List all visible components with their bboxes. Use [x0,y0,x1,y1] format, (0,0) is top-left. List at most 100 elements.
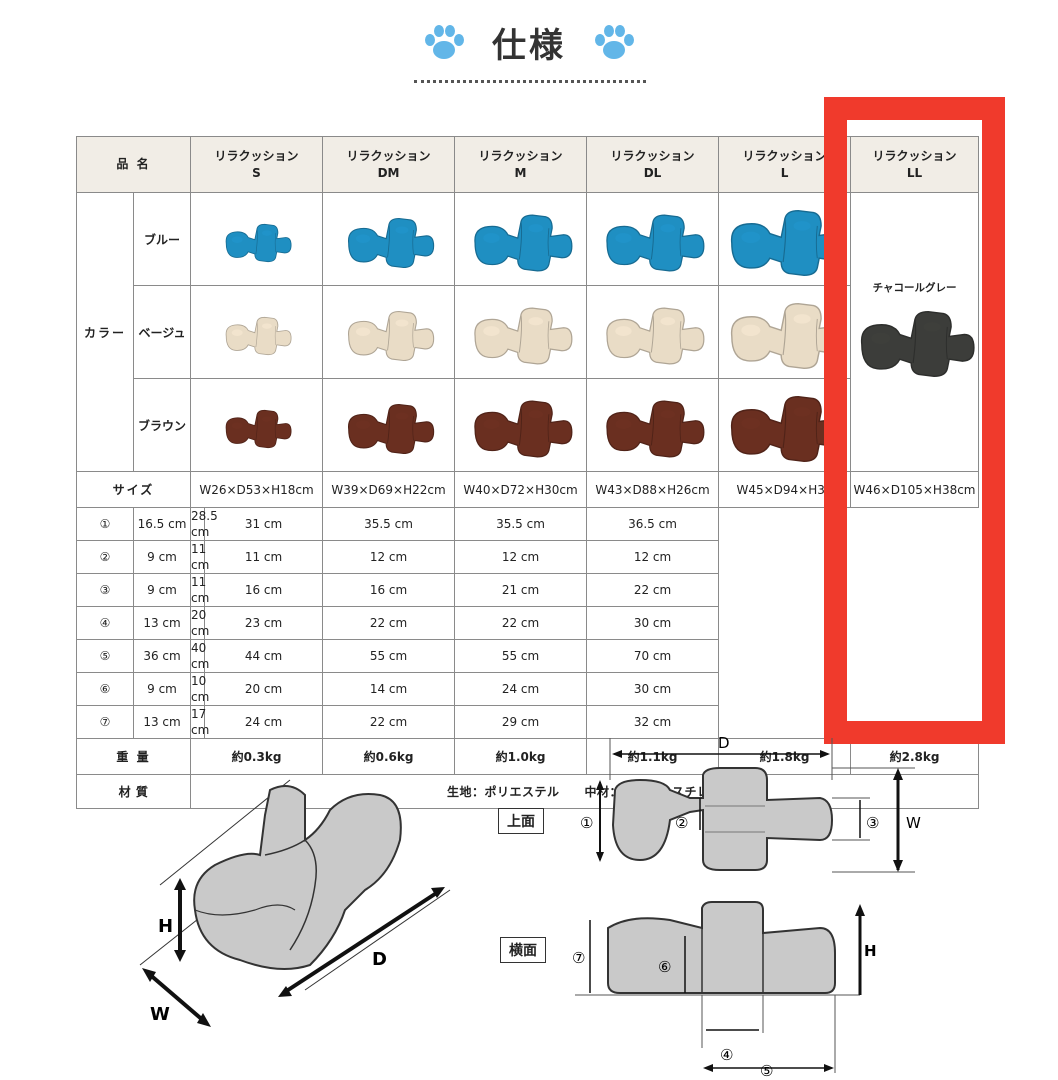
w-label: W [906,814,921,832]
dimension-cell: W43×D88×H26cm [586,471,720,508]
dim-7-label: ⑦ [572,949,585,967]
product-image [189,192,324,286]
size-value: 28.5 cm [190,507,218,541]
size-value: 9 cm [133,540,191,574]
cushion-image [473,214,572,272]
size-value: 16.5 cm [133,507,191,541]
size-value: 22 cm [322,705,456,739]
h-label: H [864,942,877,960]
size-value: 24 cm [203,705,324,739]
weight-label: 重 量 [76,738,191,775]
cushion-image [860,310,975,377]
dim-5-label: ⑤ [760,1062,773,1078]
size-value: 55 cm [322,639,456,673]
size-value: 11 cm [203,540,324,574]
cushion-image [730,209,845,277]
size-value: 35.5 cm [454,507,588,541]
cushion-image [225,223,292,263]
paw-icon [425,24,464,59]
size-value: 30 cm [586,606,720,640]
size-mark: ① [76,507,134,541]
size-value: 11 cm [190,540,210,574]
size-value: 32 cm [586,705,720,739]
size-mark: ⑥ [76,672,134,706]
cushion-image [605,307,704,365]
dim-3-label: ③ [866,814,879,832]
size-value: 10 cm [190,672,210,706]
size-value: 70 cm [586,639,720,673]
size-mark: ⑤ [76,639,134,673]
material-label: 材 質 [76,774,191,809]
header-label: 品 名 [76,136,191,193]
size-value: 16 cm [203,573,324,607]
dim-1-label: ① [580,814,593,832]
product-image [454,378,588,472]
section-title: 仕様 [0,18,1058,72]
size-value: 22 cm [454,606,588,640]
color-name: ブラウン [133,378,191,472]
product-image [322,378,456,472]
size-value: 23 cm [203,606,324,640]
size-value: 17 cm [190,705,210,739]
title-divider [414,80,646,84]
dimension-cell: W46×D105×H38cm [850,471,980,508]
size-label: サイズ [76,471,191,508]
cushion-image [225,316,292,356]
color-name: ベージュ [133,285,191,379]
cushion-image [605,214,704,272]
dimension-cell: W26×D53×H18cm [189,471,324,508]
size-mark: ③ [76,573,134,607]
size-value: 12 cm [586,540,720,574]
paw-icon [595,24,634,59]
dimension-cell: W40×D72×H30cm [454,471,588,508]
size-value: 14 cm [322,672,456,706]
size-mark: ② [76,540,134,574]
product-image [586,285,720,379]
dim-6-label: ⑥ [658,958,671,976]
size-value: 29 cm [454,705,588,739]
weight-cell: 約1.0kg [454,738,588,775]
cushion-image [605,400,704,458]
size-value: 20 cm [190,606,210,640]
product-image [322,285,456,379]
top-view-label: 上面 [498,808,544,834]
d-label: D [372,949,387,970]
product-image [454,192,588,286]
top-view-diagram: D ① ② ③ W [580,734,921,873]
cushion-image [347,403,434,455]
color-label: カラー [76,192,134,472]
side-view-diagram: ⑦ ⑥ H ④ ⑤ [572,901,877,1078]
size-value: 35.5 cm [322,507,456,541]
cushion-image [225,409,292,449]
cushion-image [730,395,845,463]
dim-2-label: ② [675,814,688,832]
size-value: 21 cm [454,573,588,607]
side-view-label: 横面 [500,937,546,963]
weight-cell: 約2.8kg [850,738,980,775]
size-value: 36 cm [133,639,191,673]
size-value: 40 cm [190,639,210,673]
product-image [454,285,588,379]
size-mark: ④ [76,606,134,640]
dimension-cell: W39×D69×H22cm [322,471,456,508]
size-value: 24 cm [454,672,588,706]
d-label: D [718,734,730,752]
size-value: 44 cm [203,639,324,673]
size-value: 11 cm [190,573,210,607]
product-image [189,285,324,379]
size-value: 22 cm [586,573,720,607]
cushion-image [473,307,572,365]
cushion-image [473,400,572,458]
material-text: 生地：ポリエステル 中材：発泡ポリスチレン [189,774,980,809]
color-name: ブルー [133,192,191,286]
